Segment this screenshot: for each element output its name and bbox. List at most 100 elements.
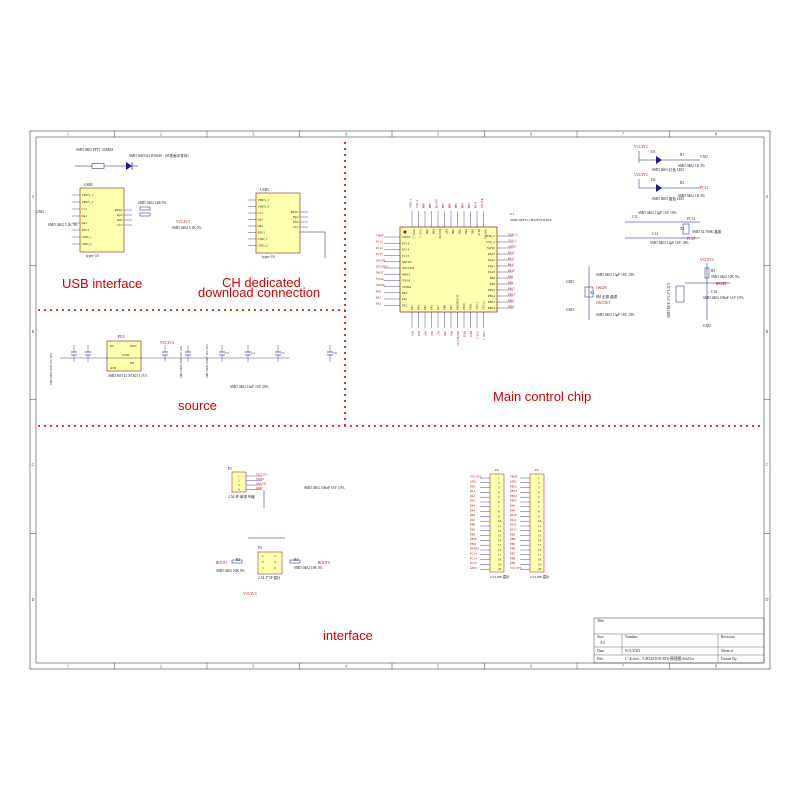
header-pin-12: 12 <box>498 529 502 533</box>
source-cap-note-b: SMD 0402 100nF 16V 10% <box>205 344 209 378</box>
pin-label-VBUS_1: VBUS_1 <box>82 193 94 197</box>
mcu-pin-PB6: PB6 <box>451 229 455 235</box>
boot-pin-2: 2 <box>274 554 276 558</box>
header-net-11: PB1 <box>470 528 476 532</box>
mcu-pin-OSCIN: OSCIN <box>402 260 412 264</box>
crystal-note: 8M 无源 晶振 <box>596 294 618 299</box>
tb-date-val: 9/11/2023 <box>625 649 640 653</box>
led-block: VCC3V3 D1 SMD 0603 红色 LED R1 SMD 0402 1K… <box>634 145 708 201</box>
usb-connector-body[interactable] <box>79 187 125 253</box>
header-net-19: GND <box>470 566 477 570</box>
header-net-4: PB14 <box>510 494 517 498</box>
section-label-main-chip: Main control chip <box>493 389 592 404</box>
mcu-ref: U1 <box>510 212 514 216</box>
section-label-ch-line2: download connection <box>198 285 321 300</box>
header-pin-7: 7 <box>498 505 500 509</box>
source-ref: PU3 <box>118 335 125 339</box>
mcu-pin-SWCLK: SWCLK <box>484 229 488 240</box>
usb-resistor-r2 <box>139 212 151 217</box>
p4-header-body[interactable] <box>489 473 505 573</box>
header-net-11: PA15 <box>510 528 517 532</box>
mcu-net-left-VSSA: VSSA <box>376 277 385 281</box>
mcu-pin-PA12: PA12 <box>488 258 495 262</box>
mcu-pin-PA5: PA5 <box>423 304 427 310</box>
usb-res-left: SMD 0402 5.1K 5% <box>48 223 78 227</box>
mcu-pin-PA11: PA11 <box>488 264 495 268</box>
header-pin-14: 14 <box>538 538 542 542</box>
reset-gnd: GND <box>703 324 711 328</box>
led-r2: R2 <box>680 181 684 185</box>
header-pin-15: 15 <box>498 543 502 547</box>
header-pin-2: 2 <box>498 481 500 485</box>
mcu-pin-VBAT: VBAT <box>402 235 410 239</box>
rtc-x2: X2 <box>680 227 685 231</box>
rtc-crystal-body[interactable] <box>682 223 690 235</box>
rtc-cap-ref: C11 <box>632 215 638 219</box>
boot-pin-1: 1 <box>262 554 264 558</box>
header-net-0: VCC3V3 <box>470 475 482 479</box>
tb-drawn-by: Drawn By <box>721 657 737 661</box>
swd-header-body[interactable] <box>231 471 247 493</box>
mcu-net-top-PB8: PB8 <box>429 203 432 208</box>
led-d1-icon[interactable] <box>656 156 662 164</box>
zone-col-label-4: 4 <box>345 132 347 137</box>
boot-rnote-left: SMD 0402 10K 5% <box>216 569 245 573</box>
mcu-pin-VSS_1: VSS_1 <box>475 301 479 310</box>
mcu-pin-PB12: PB12 <box>488 306 495 310</box>
boot-header-body[interactable] <box>257 551 283 575</box>
mcu-pin-VSS_2: VSS_2 <box>486 240 495 244</box>
mcu-net-bottom-PB1: PB1 <box>450 331 453 336</box>
header-net-8: PA10 <box>510 513 517 517</box>
led-rnote-1: SMD 0402 1K 5% <box>678 164 705 168</box>
header-net-8: PA6 <box>470 513 476 517</box>
tb-file-val: C:\Users\...\CH32F103C8T6-原理图.SchDoc <box>625 656 695 661</box>
header-net-18: PC15 <box>470 561 477 565</box>
crystal-cap-note-2: SMD 0402 15pF 16V 10% <box>596 313 635 317</box>
led-d2-icon[interactable] <box>656 184 662 192</box>
pin-label-CC2: CC2 <box>117 223 123 227</box>
mcu-pin-PB8: PB8 <box>432 229 436 235</box>
header-net-19: VCC3V3 <box>510 566 522 570</box>
header-net-9: PA7 <box>470 518 476 522</box>
pin-label-VBUS_1: VBUS_1 <box>258 198 270 202</box>
header-net-9: PA11 <box>510 518 517 522</box>
mcu-pin-PB10: PB10 <box>462 303 466 310</box>
p3-pins: 1VBAT2GND3PB124PB135PB146PB157PA88PA99PA… <box>510 475 542 572</box>
p3-header-body[interactable] <box>529 473 545 573</box>
reset-rnote: SMD 0402 10K 5% <box>711 275 740 279</box>
led-net-1: GND <box>700 155 708 159</box>
mcu-pin-PB13: PB13 <box>488 300 495 304</box>
header-pin-17: 17 <box>498 553 502 557</box>
sheet-outer-border <box>29 130 771 670</box>
pin-label-GND_2: GND_2 <box>258 244 268 248</box>
header-pin-11: 11 <box>538 524 541 528</box>
reset-cnote: SMD 0402 100nF 16V 10% <box>703 296 743 300</box>
zone-row-label-B: B <box>32 329 35 334</box>
header-pin-19: 19 <box>498 562 502 566</box>
usb-ref: USB2 <box>84 183 93 187</box>
mcu-pin-SWIO: SWIO <box>487 246 496 250</box>
mcu-pin-PB3: PB3 <box>471 229 475 235</box>
mcu-pin-OSCOUT: OSCOUT <box>402 266 415 270</box>
usb-res-note: SMD 0402 22R 5% <box>138 201 166 205</box>
header-net-4: PA2 <box>470 494 476 498</box>
mcu-net-right-PA12: PA12 <box>508 257 515 261</box>
reset-button[interactable] <box>675 285 685 303</box>
mcu-net-bottom-PB11: PB11 <box>469 331 472 338</box>
p4-note: 2.54 20P 直针 <box>490 574 510 579</box>
header-net-12: PB2 <box>470 532 476 536</box>
p4-pins: 1VCC3V32GND3PA04PA15PA26PA37PA48PA59PA61… <box>470 475 502 572</box>
reg-pin-out: OUT <box>130 344 138 348</box>
mcu-chip-body[interactable] <box>399 226 498 313</box>
regulator-body[interactable] <box>106 340 142 372</box>
mcu-net-left-PA0: PA0 <box>376 289 382 293</box>
mcu-pin-PC15: PC15 <box>402 254 409 258</box>
header-pin-16: 16 <box>498 548 502 552</box>
cap-label-C6: C6 <box>333 351 337 355</box>
mcu-pin-PC13: PC13 <box>402 241 409 245</box>
zone-col-label-bottom-2: 2 <box>160 664 162 669</box>
ch-connector-body[interactable] <box>255 192 301 254</box>
